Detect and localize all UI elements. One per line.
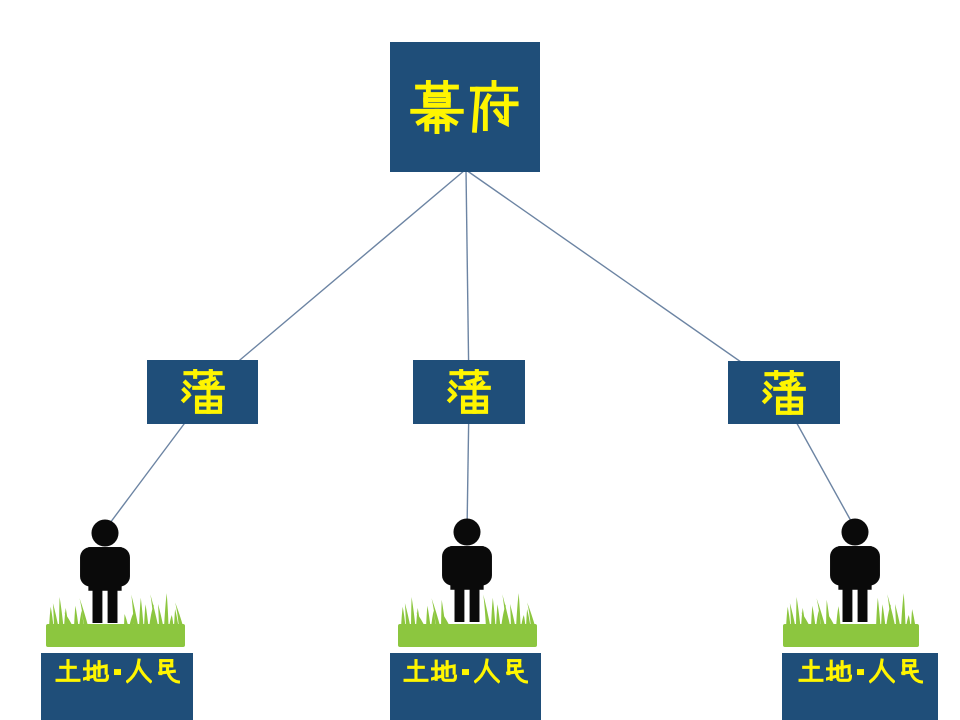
grass-icon — [783, 593, 919, 647]
han-kanji-glyph — [180, 369, 226, 415]
han-kanji-glyph — [446, 369, 492, 415]
node-han-left: 藩 — [147, 360, 258, 424]
land-people-kanji-glyph — [55, 658, 180, 684]
node-land-people-right: 土地·人民 — [782, 653, 938, 720]
connector-root-to-han-left — [201, 169, 466, 393]
grass-icon — [398, 593, 537, 647]
person-icon — [829, 518, 881, 622]
node-land-people-center: 土地·人民 — [390, 653, 541, 720]
land-people-kanji-glyph — [403, 658, 528, 684]
node-han-center: 藩 — [413, 360, 525, 424]
node-han-right: 藩 — [728, 361, 840, 424]
person-icon — [79, 519, 131, 623]
bakufu-kanji-glyph — [409, 80, 521, 134]
connector-root-to-han-center — [465, 169, 470, 393]
land-people-kanji-glyph — [798, 658, 923, 684]
node-bakufu: 幕府 — [390, 42, 540, 172]
node-land-people-left: 土地·人民 — [41, 653, 193, 720]
connector-root-to-han-right — [465, 169, 785, 393]
grass-icon — [46, 593, 185, 647]
person-icon — [441, 518, 493, 622]
han-kanji-glyph — [761, 369, 807, 416]
